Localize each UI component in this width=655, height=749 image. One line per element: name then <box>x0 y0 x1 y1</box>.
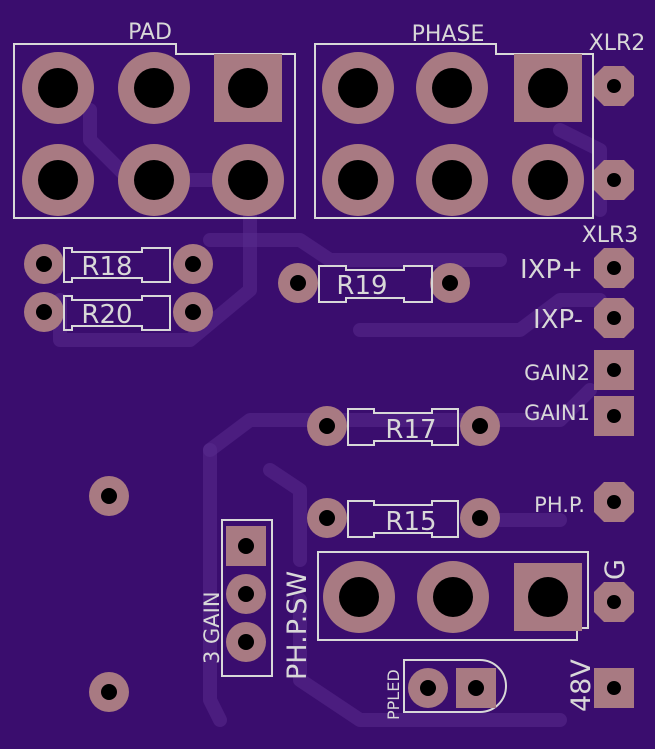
xlr3-connector: XLR3 IXP+ IXP- <box>520 223 638 338</box>
php-sw-label: PH.P.SW <box>282 571 313 680</box>
ppled-label: PPLED <box>384 669 403 720</box>
xlr2-connector: XLR2 <box>589 31 646 200</box>
resistor-r18: R18 <box>24 244 213 284</box>
ppled: PPLED <box>384 659 507 720</box>
r18-label: R18 <box>81 252 132 282</box>
gain3-label: 3 GAIN <box>200 591 224 664</box>
php-switch: PH.P.SW <box>282 551 589 680</box>
gain-pads: GAIN2 GAIN1 <box>524 350 634 436</box>
resistor-r19: R19 <box>278 263 470 303</box>
mounting-holes <box>89 476 129 712</box>
gain-header: 3 GAIN <box>200 519 273 677</box>
xlr2-label: XLR2 <box>589 31 646 56</box>
gain1-label: GAIN1 <box>524 401 590 425</box>
resistor-r17: R17 <box>307 406 500 446</box>
php-connector: PH.P. <box>534 482 634 522</box>
g-label: G <box>600 559 631 580</box>
bottom-traces <box>53 103 607 727</box>
resistor-r15: R15 <box>307 498 500 538</box>
gain2-label: GAIN2 <box>524 361 590 385</box>
v48-label: 48V <box>566 659 597 712</box>
pad-switch: PAD <box>13 20 296 219</box>
ppled-outline <box>403 659 507 713</box>
ixp-plus-label: IXP+ <box>520 255 583 285</box>
resistor-r20: R20 <box>24 292 213 332</box>
r19-label: R19 <box>336 271 387 301</box>
r17-label: R17 <box>385 415 436 445</box>
php-label: PH.P. <box>534 493 585 517</box>
power-pads: G 48V <box>566 559 634 712</box>
r20-label: R20 <box>81 300 132 330</box>
pad-label: PAD <box>128 20 172 45</box>
phase-switch: PHASE <box>314 22 594 219</box>
ixp-minus-label: IXP- <box>533 305 583 335</box>
r15-label: R15 <box>385 507 436 537</box>
xlr3-label: XLR3 <box>582 223 639 248</box>
gain-header-outline <box>221 519 273 677</box>
phase-label: PHASE <box>412 22 485 47</box>
